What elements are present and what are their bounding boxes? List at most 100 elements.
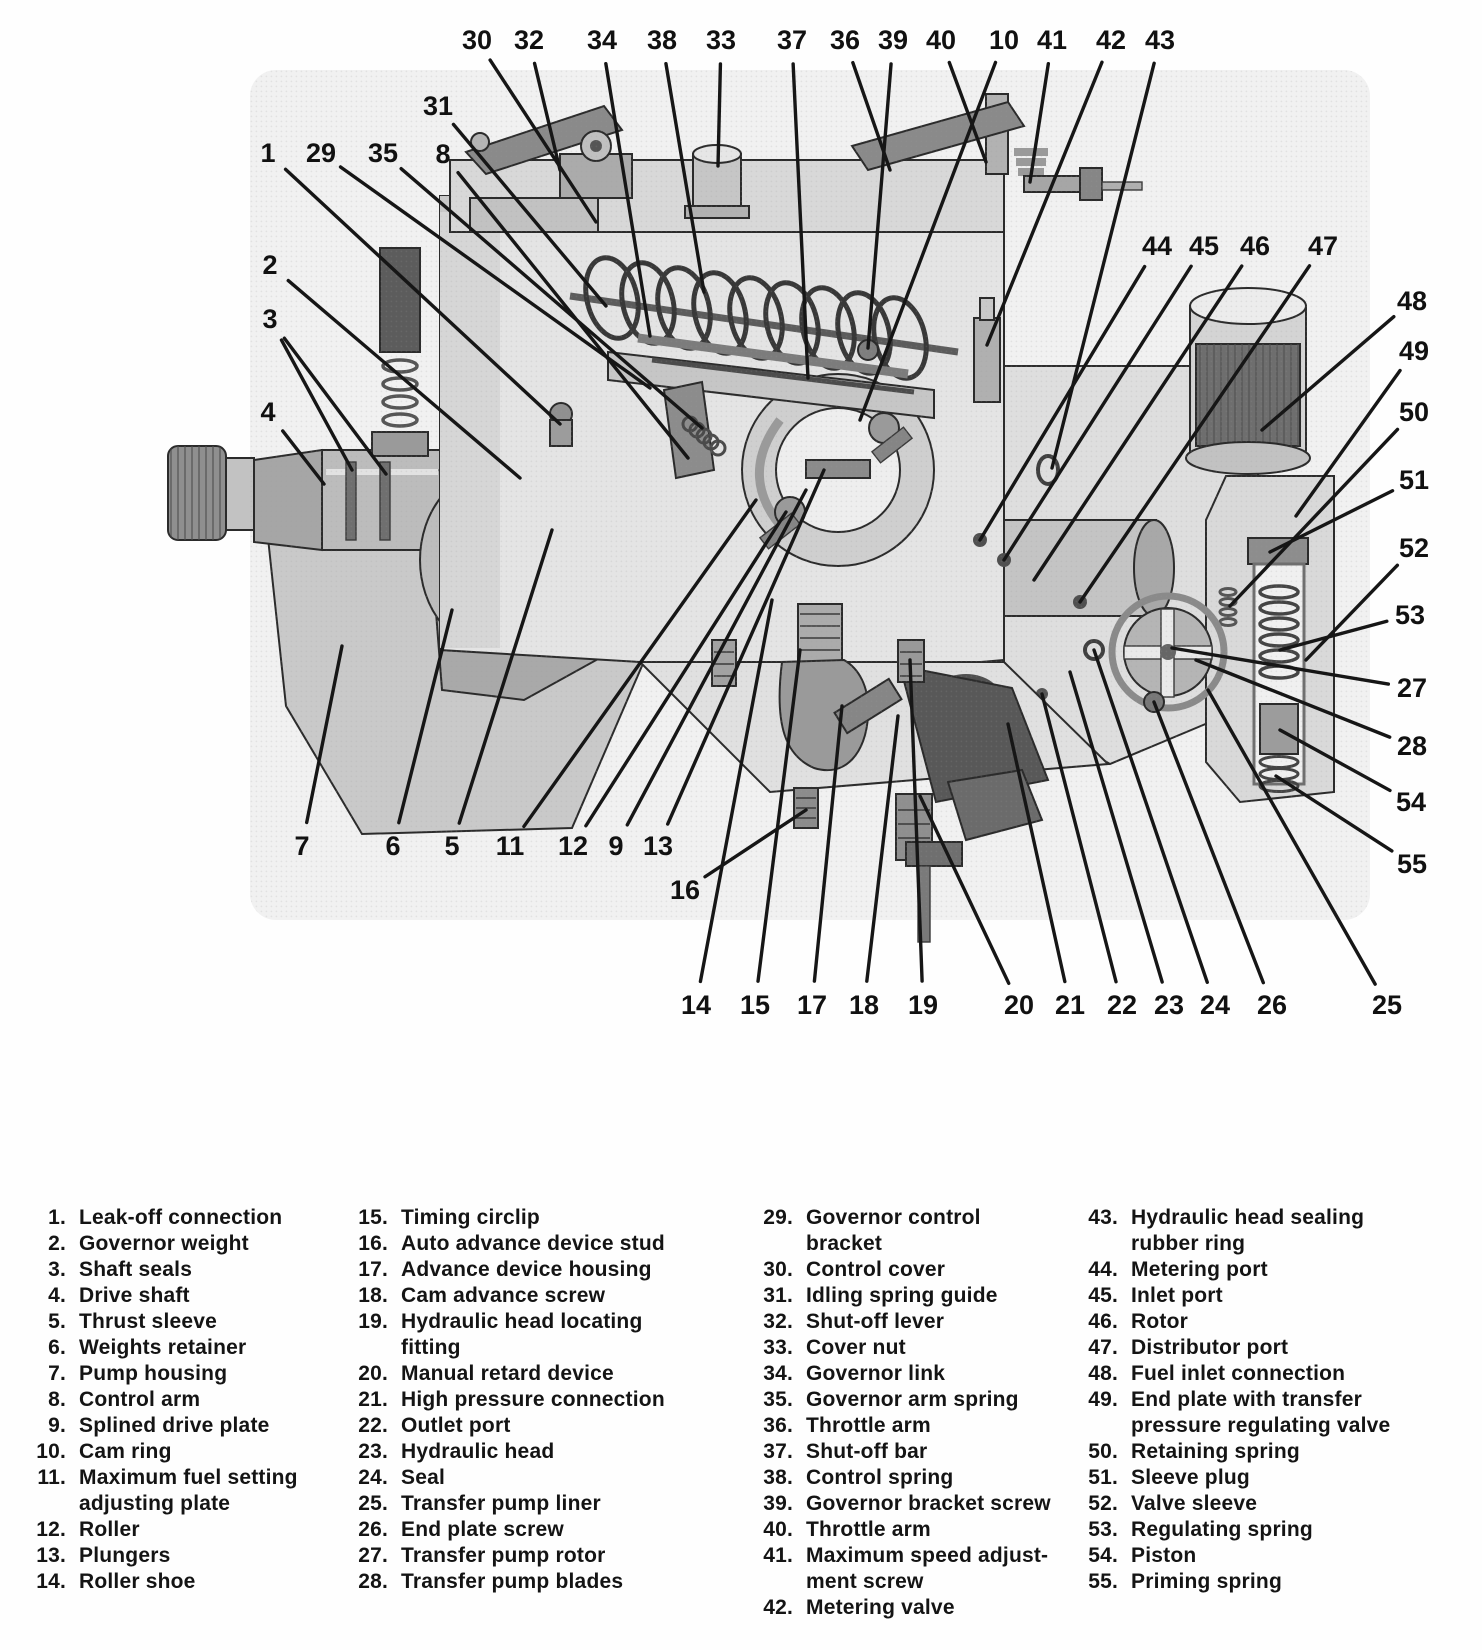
legend-item-number: 17.: [358, 1258, 388, 1281]
legend-item-number: 51.: [1088, 1466, 1118, 1489]
legend-item-35: 35.Governor arm spring: [735, 1387, 1055, 1413]
callout-2: 2: [262, 250, 277, 280]
leader-line-31: [451, 122, 608, 308]
leader-line-23: [1068, 670, 1164, 984]
legend-item-label: Inlet port: [1131, 1284, 1223, 1307]
legend-item-number: 21.: [358, 1388, 388, 1411]
legend-item-label: Timing circlip: [401, 1206, 540, 1229]
leader-line-15: [756, 648, 802, 983]
legend-item-4: 4.Drive shaft: [8, 1283, 313, 1309]
callout-35: 35: [368, 138, 398, 168]
legend-item-1: 1.Leak-off connection: [8, 1205, 313, 1231]
callout-11: 11: [496, 831, 525, 861]
leader-line-20: [918, 794, 1011, 986]
legend-item-number: 6.: [48, 1336, 66, 1359]
legend-item-number: 9.: [48, 1414, 66, 1437]
legend-item-label: Rotor: [1131, 1310, 1188, 1333]
legend-item-label: High pressure connection: [401, 1388, 665, 1411]
callout-32: 32: [514, 25, 544, 55]
legend-item-25: 25.Transfer pump liner: [330, 1491, 670, 1517]
legend-item-28: 28.Transfer pump blades: [330, 1569, 670, 1595]
legend-item-label: End plate with transfer pressure regulat…: [1131, 1388, 1391, 1437]
legend-item-number: 32.: [763, 1310, 793, 1333]
callout-45: 45: [1189, 231, 1219, 261]
leader-line-48: [1260, 314, 1396, 432]
leader-line-52: [1304, 563, 1400, 662]
legend-item-20: 20.Manual retard device: [330, 1361, 670, 1387]
leader-line-18: [865, 714, 900, 983]
legend-item-47: 47.Distributor port: [1060, 1335, 1420, 1361]
legend-item-number: 50.: [1088, 1440, 1118, 1463]
legend-item-label: Transfer pump liner: [401, 1492, 601, 1515]
legend-item-number: 43.: [1088, 1206, 1118, 1229]
legend-item-6: 6.Weights retainer: [8, 1335, 313, 1361]
legend-item-number: 12.: [36, 1518, 66, 1541]
leader-line-8: [456, 170, 690, 460]
leader-line-4: [281, 429, 326, 486]
legend-item-number: 52.: [1088, 1492, 1118, 1515]
legend-item-number: 22.: [358, 1414, 388, 1437]
callout-42: 42: [1096, 25, 1126, 55]
legend-item-18: 18.Cam advance screw: [330, 1283, 670, 1309]
leader-line-34: [604, 61, 652, 338]
callout-31: 31: [423, 91, 453, 121]
legend-item-label: Priming spring: [1131, 1570, 1282, 1593]
legend-item-42: 42.Metering valve: [735, 1595, 1055, 1621]
legend-item-46: 46.Rotor: [1060, 1309, 1420, 1335]
callout-7: 7: [294, 831, 309, 861]
legend-item-40: 40.Throttle arm: [735, 1517, 1055, 1543]
legend-item-number: 19.: [358, 1310, 388, 1333]
legend-item-33: 33.Cover nut: [735, 1335, 1055, 1361]
legend-item-number: 10.: [36, 1440, 66, 1463]
legend-item-24: 24.Seal: [330, 1465, 670, 1491]
legend-item-number: 34.: [763, 1362, 793, 1385]
legend-item-label: Thrust sleeve: [79, 1310, 217, 1333]
leader-line-2: [286, 278, 522, 480]
legend-item-label: Idling spring guide: [806, 1284, 998, 1307]
callout-6: 6: [385, 831, 400, 861]
legend-item-label: Governor arm spring: [806, 1388, 1019, 1411]
legend-item-label: Hydraulic head: [401, 1440, 555, 1463]
callout-41: 41: [1037, 25, 1067, 55]
leader-line-27: [1170, 646, 1391, 686]
legend-item-label: Throttle arm: [806, 1518, 931, 1541]
callout-51: 51: [1399, 465, 1429, 495]
legend-item-34: 34. Governor link: [735, 1361, 1055, 1387]
legend-item-9: 9.Splined drive plate: [8, 1413, 313, 1439]
leader-line-47: [1078, 264, 1312, 604]
legend-item-number: 38.: [763, 1466, 793, 1489]
legend-item-50: 50. Retaining spring: [1060, 1439, 1420, 1465]
legend-item-48: 48.Fuel inlet connection: [1060, 1361, 1420, 1387]
legend-item-label: Drive shaft: [79, 1284, 190, 1307]
legend-item-37: 37. Shut-off bar: [735, 1439, 1055, 1465]
legend-item-label: Piston: [1131, 1544, 1197, 1567]
legend-item-label: Sleeve plug: [1131, 1466, 1250, 1489]
legend-item-19: 19.Hydraulic head locating fitting: [330, 1309, 670, 1361]
legend-item-label: Roller shoe: [79, 1570, 196, 1593]
legend-item-label: Retaining spring: [1131, 1440, 1300, 1463]
leader-line-11: [522, 498, 758, 829]
callout-21: 21: [1055, 990, 1085, 1020]
legend-item-label: Advance device housing: [401, 1258, 652, 1281]
legend-item-label: Shut-off bar: [806, 1440, 928, 1463]
legend-item-label: Pump housing: [79, 1362, 228, 1385]
legend-item-number: 37.: [763, 1440, 793, 1463]
legend-item-label: Governor weight: [79, 1232, 249, 1255]
legend-item-13: 13.Plungers: [8, 1543, 313, 1569]
leader-line-9: [625, 488, 808, 827]
legend-item-number: 45.: [1088, 1284, 1118, 1307]
legend-item-number: 29.: [763, 1206, 793, 1229]
callout-47: 47: [1308, 231, 1338, 261]
legend-item-label: Shut-off lever: [806, 1310, 945, 1333]
legend-item-label: Governor link: [806, 1362, 946, 1385]
leader-line-14: [698, 598, 774, 984]
callout-52: 52: [1399, 533, 1429, 563]
legend-item-number: 30.: [763, 1258, 793, 1281]
legend-item-number: 5.: [48, 1310, 66, 1333]
leader-line-50: [1228, 427, 1400, 608]
legend-item-number: 16.: [358, 1232, 388, 1255]
legend-item-17: 17. Advance device housing: [330, 1257, 670, 1283]
callout-43: 43: [1145, 25, 1175, 55]
